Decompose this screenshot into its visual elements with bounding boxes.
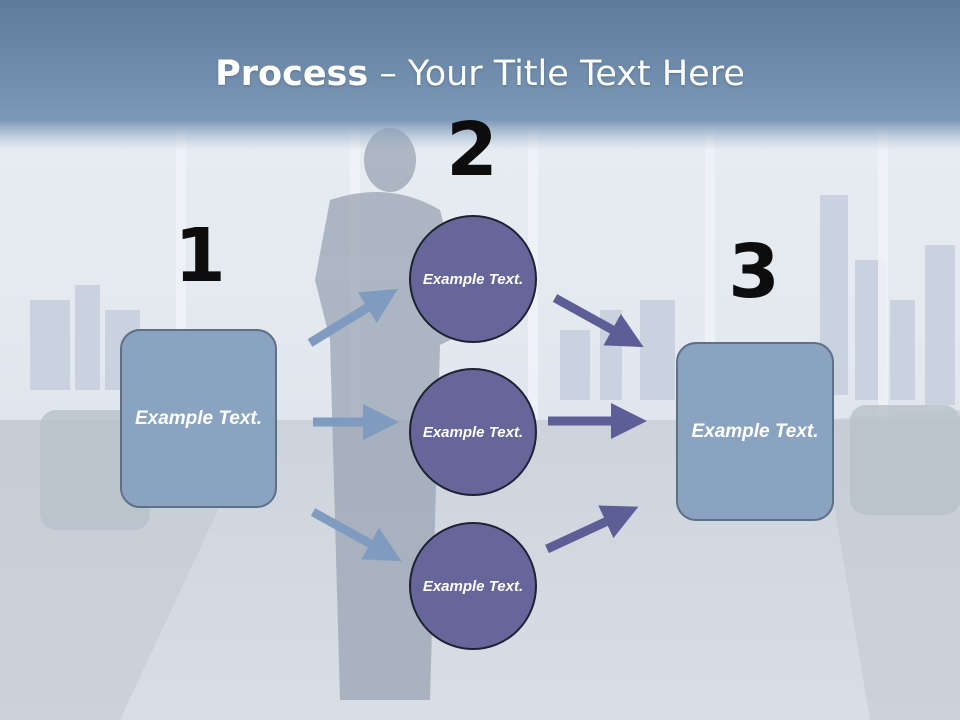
step-number-2: 2 xyxy=(446,107,498,193)
step-2-circle-bottom: Example Text. xyxy=(409,522,537,650)
step-2-circle-middle: Example Text. xyxy=(409,368,537,496)
step-number-3: 3 xyxy=(728,229,780,315)
step-2-circle-top: Example Text. xyxy=(409,215,537,343)
step-number-1: 1 xyxy=(174,213,226,299)
arrow-circle-bottom-to-box3 xyxy=(545,505,639,554)
arrow-box1-to-circle-bottom xyxy=(310,508,402,562)
step-3-text: Example Text. xyxy=(691,421,819,442)
circle-middle-text: Example Text. xyxy=(422,423,524,441)
slide-title: Process – Your Title Text Here xyxy=(0,52,960,96)
step-1-text: Example Text. xyxy=(134,408,263,429)
step-3-box: Example Text. xyxy=(676,342,834,521)
circle-top-text: Example Text. xyxy=(422,270,524,288)
title-bold: Process xyxy=(215,54,369,94)
arrow-box1-to-circle-top xyxy=(307,288,398,347)
step-1-box: Example Text. xyxy=(120,329,277,508)
arrow-circle-top-to-box3 xyxy=(552,294,644,348)
title-rest: – Your Title Text Here xyxy=(368,54,745,94)
circle-bottom-text: Example Text. xyxy=(422,577,524,595)
